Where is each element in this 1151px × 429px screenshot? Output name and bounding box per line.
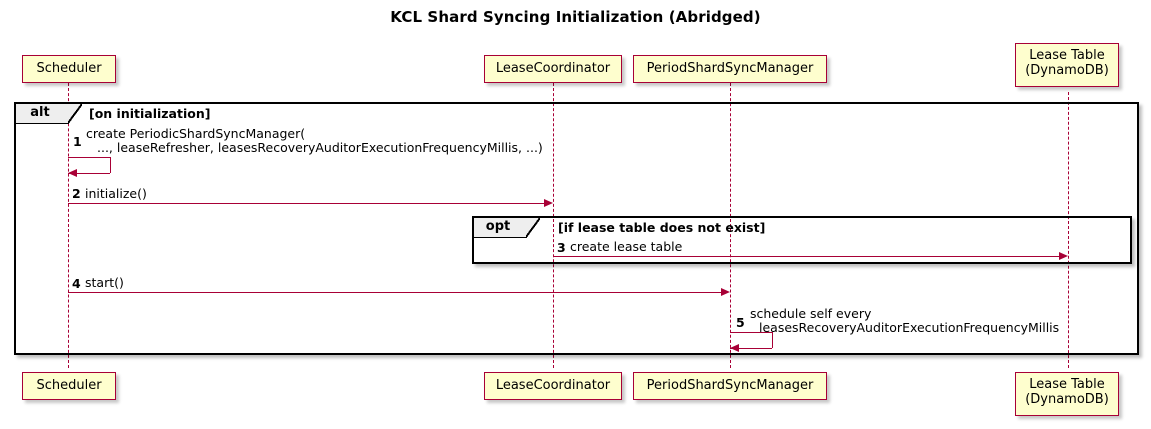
participant-period-shard-sync-manager-bottom-label: PeriodShardSyncManager: [646, 378, 814, 393]
participant-scheduler-bottom[interactable]: Scheduler: [22, 372, 116, 400]
fragment-opt-tab-notch-edge: [526, 218, 540, 237]
participant-lease-table-top-label: Lease Table: [1029, 48, 1105, 63]
message-4-number: 4: [72, 276, 81, 291]
message-4-line: [68, 292, 721, 293]
participant-period-shard-sync-manager-top[interactable]: PeriodShardSyncManager: [633, 55, 827, 83]
participant-lease-coordinator-bottom-label: LeaseCoordinator: [495, 378, 611, 393]
message-5-self-top: [730, 332, 772, 333]
lifeline-lease-table: [1068, 92, 1069, 368]
message-5-label-line2: leasesRecoveryAuditorExecutionFrequencyM…: [759, 320, 1060, 335]
message-3-arrowhead: [1059, 251, 1068, 260]
message-1-label-line2: ..., leaseRefresher, leasesRecoveryAudit…: [97, 140, 543, 155]
message-2-label-line1: initialize(): [85, 186, 147, 201]
fragment-alt: [14, 102, 1139, 355]
fragment-opt-guard: [if lease table does not exist]: [558, 220, 766, 235]
participant-lease-table-top[interactable]: Lease Table (DynamoDB): [1015, 43, 1119, 87]
message-2-number: 2: [72, 186, 81, 201]
fragment-alt-operator: alt: [30, 105, 50, 120]
fragment-alt-tab-notch-edge: [68, 104, 82, 123]
message-3-line: [553, 256, 1059, 257]
message-1-self-right: [110, 157, 111, 173]
participant-period-shard-sync-manager-top-label: PeriodShardSyncManager: [646, 61, 814, 76]
fragment-alt-guard: [on initialization]: [89, 106, 211, 121]
message-2-arrowhead: [544, 198, 553, 207]
participant-scheduler-top[interactable]: Scheduler: [22, 55, 116, 83]
lifeline-lease-coordinator: [553, 83, 554, 368]
participant-period-shard-sync-manager-bottom[interactable]: PeriodShardSyncManager: [633, 372, 827, 400]
fragment-opt: [472, 216, 1132, 264]
message-4-arrowhead: [721, 287, 730, 296]
message-5-self-bottom: [730, 348, 772, 349]
diagram-title: KCL Shard Syncing Initialization (Abridg…: [390, 8, 761, 26]
lifeline-period-shard-sync-manager: [730, 83, 731, 368]
message-5-self-right: [772, 332, 773, 348]
message-5-arrowhead: [730, 343, 739, 352]
participant-lease-table-top-label2: (DynamoDB): [1025, 63, 1109, 78]
message-1-arrowhead: [68, 168, 77, 177]
message-3-number: 3: [557, 240, 566, 255]
message-5-label-line1: schedule self every: [750, 306, 872, 321]
participant-scheduler-top-label: Scheduler: [36, 61, 102, 76]
participant-lease-coordinator-top[interactable]: LeaseCoordinator: [484, 55, 622, 83]
message-1-number: 1: [73, 134, 82, 149]
participant-lease-table-bottom[interactable]: Lease Table (DynamoDB): [1015, 372, 1119, 416]
participant-scheduler-bottom-label: Scheduler: [36, 378, 102, 393]
message-1-self-top: [68, 157, 110, 158]
message-1-self-bottom: [68, 173, 110, 174]
message-2-line: [68, 203, 544, 204]
participant-lease-coordinator-top-label: LeaseCoordinator: [495, 61, 611, 76]
message-4-label-line1: start(): [85, 275, 124, 290]
lifeline-scheduler: [68, 83, 69, 368]
participant-lease-coordinator-bottom[interactable]: LeaseCoordinator: [484, 372, 622, 400]
message-1-label-line1: create PeriodicShardSyncManager(: [86, 126, 306, 141]
participant-lease-table-bottom-label2: (DynamoDB): [1025, 392, 1109, 407]
message-5-number: 5: [736, 315, 745, 330]
message-3-label-line1: create lease table: [570, 239, 683, 254]
participant-lease-table-bottom-label: Lease Table: [1029, 377, 1105, 392]
fragment-opt-operator: opt: [485, 219, 511, 234]
